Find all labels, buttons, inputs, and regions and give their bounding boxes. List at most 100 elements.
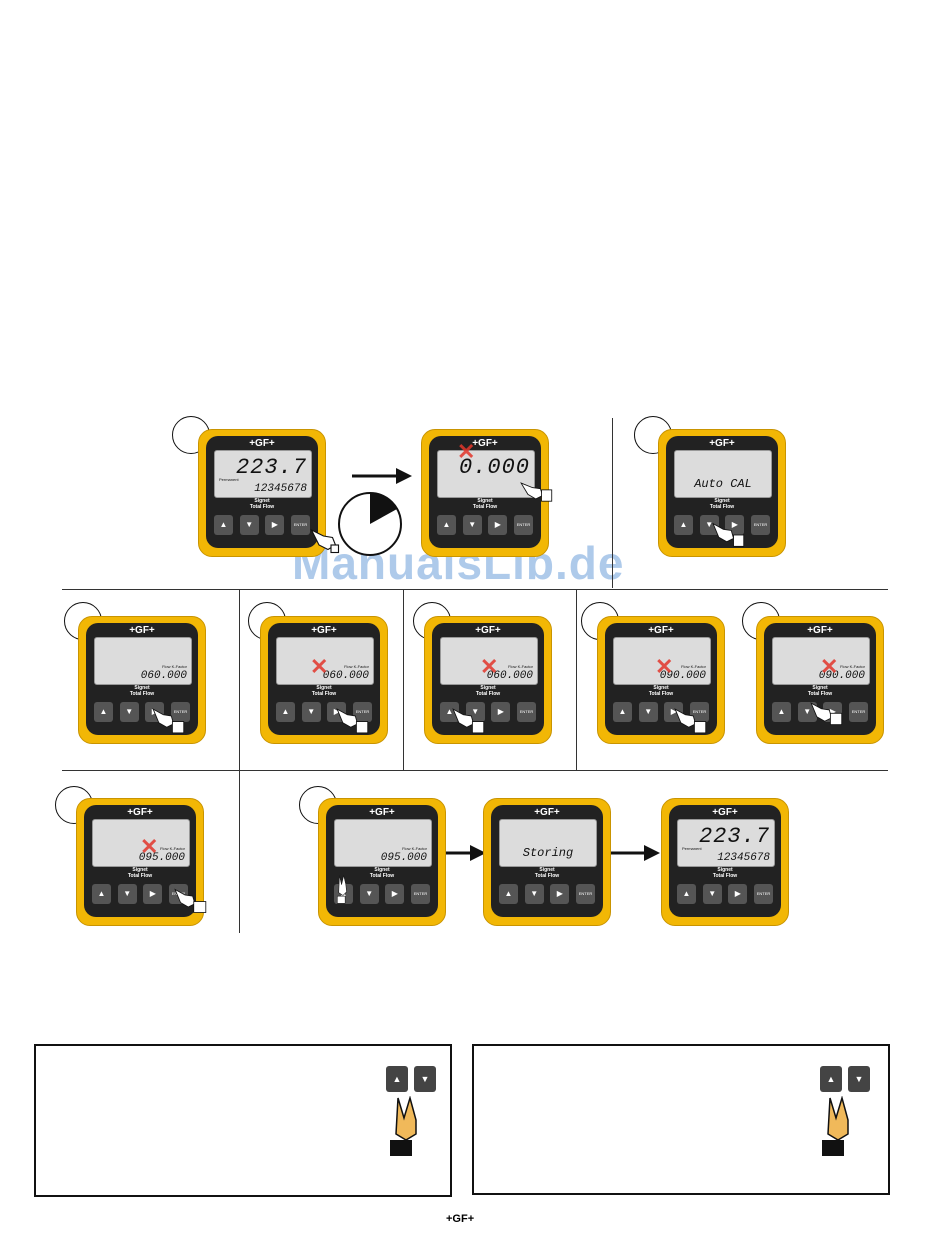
brand-logo: +GF+: [369, 807, 395, 818]
up-key[interactable]: ▲: [92, 884, 111, 904]
model-line2: Total Flow: [534, 873, 560, 879]
right-key[interactable]: ▶: [385, 884, 405, 904]
up-key[interactable]: ▲: [276, 702, 295, 722]
lcd-secondary-value: 095.000: [380, 852, 427, 864]
enter-key[interactable]: ENTER: [516, 702, 536, 722]
up-key[interactable]: ▲: [214, 515, 233, 535]
up-key[interactable]: ▲: [674, 515, 693, 535]
lcd-screen: Storing: [499, 819, 597, 867]
down-key[interactable]: ▼: [638, 702, 658, 722]
divider-vertical-r2-a: [239, 589, 240, 771]
brand-logo: +GF+: [807, 625, 833, 636]
down-key[interactable]: ▼: [524, 884, 544, 904]
lcd-secondary-value: 090.000: [659, 670, 706, 682]
right-key[interactable]: ▶: [728, 884, 748, 904]
lcd-screen: Flow K-Factor 090.000: [772, 637, 870, 685]
up-key[interactable]: ▲: [613, 702, 632, 722]
model-line2: Total Flow: [127, 873, 153, 879]
model-line2: Total Flow: [648, 691, 674, 697]
enter-key[interactable]: ENTER: [170, 702, 190, 722]
enter-key[interactable]: ENTER: [575, 884, 595, 904]
up-key[interactable]: ▲: [440, 702, 459, 722]
brand-logo: +GF+: [475, 625, 501, 636]
blink-indicator-icon: ✕: [457, 439, 476, 464]
divider-vertical-r2-b: [403, 589, 404, 771]
right-key[interactable]: ▶: [491, 702, 511, 722]
up-key-icon: ▲: [820, 1066, 842, 1092]
down-key[interactable]: ▼: [797, 702, 817, 722]
blink-indicator-icon: ✕: [655, 654, 674, 679]
brand-logo: +GF+: [127, 807, 153, 818]
down-key-icon: ▼: [848, 1066, 870, 1092]
down-key[interactable]: ▼: [699, 515, 719, 535]
down-key[interactable]: ▼: [239, 515, 259, 535]
model-line1: Signet: [254, 498, 270, 504]
lcd-screen: Flow K-Factor 095.000: [92, 819, 190, 867]
enter-key[interactable]: ENTER: [689, 702, 709, 722]
brand-logo: +GF+: [311, 625, 337, 636]
up-key[interactable]: ▲: [772, 702, 791, 722]
lcd-screen: Flow K-Factor 060.000: [276, 637, 374, 685]
enter-key[interactable]: ENTER: [513, 515, 533, 535]
down-key[interactable]: ▼: [359, 884, 379, 904]
model-line1: Signet: [717, 867, 733, 873]
brand-logo: +GF+: [472, 438, 498, 449]
two-finger-hand-icon: [822, 1096, 849, 1156]
right-key[interactable]: ▶: [265, 515, 285, 535]
model-line2: Total Flow: [129, 691, 155, 697]
brand-logo: +GF+: [712, 807, 738, 818]
right-key[interactable]: ▶: [143, 884, 163, 904]
model-line2: Total Flow: [369, 873, 395, 879]
up-key[interactable]: ▲: [677, 884, 696, 904]
note-box-left: ▲ ▼: [34, 1044, 452, 1197]
model-line1: Signet: [132, 867, 148, 873]
divider-horizontal-2: [62, 770, 888, 771]
pointing-hand-icon: [310, 528, 340, 554]
lcd-label-kfactor: Flow K-Factor: [344, 664, 369, 669]
model-line1: Signet: [539, 867, 555, 873]
down-key[interactable]: ▼: [702, 884, 722, 904]
enter-key[interactable]: ENTER: [750, 515, 770, 535]
lcd-main-value: 0.000: [458, 455, 530, 480]
right-key[interactable]: ▶: [550, 884, 570, 904]
divider-vertical-r2-c: [576, 589, 577, 771]
lcd-label-kfactor: Flow K-Factor: [160, 846, 185, 851]
pointing-hand-icon: [174, 888, 207, 913]
lcd-secondary-value: 12345678: [717, 852, 770, 864]
enter-key[interactable]: ENTER: [410, 884, 430, 904]
down-key[interactable]: ▼: [119, 702, 139, 722]
pointing-hand-icon: [336, 708, 369, 734]
brand-logo: +GF+: [129, 625, 155, 636]
two-finger-hand-icon: [390, 1096, 417, 1156]
right-key[interactable]: ▶: [488, 515, 508, 535]
note-box-right: ▲ ▼: [472, 1044, 890, 1195]
lcd-secondary-value: 090.000: [818, 670, 865, 682]
enter-key[interactable]: ENTER: [352, 702, 372, 722]
down-key[interactable]: ▼: [301, 702, 321, 722]
up-key[interactable]: ▲: [94, 702, 113, 722]
enter-key[interactable]: ENTER: [753, 884, 773, 904]
lcd-label-permanent: Permanent: [219, 477, 239, 482]
down-key[interactable]: ▼: [462, 515, 482, 535]
model-line2: Total Flow: [472, 504, 498, 510]
enter-key[interactable]: ENTER: [290, 515, 310, 535]
model-line2: Total Flow: [709, 504, 735, 510]
lcd-label-permanent: Permanent: [682, 846, 702, 851]
brand-logo: +GF+: [709, 438, 735, 449]
blink-indicator-icon: ✕: [310, 654, 329, 679]
enter-key[interactable]: ENTER: [848, 702, 868, 722]
down-key[interactable]: ▼: [117, 884, 137, 904]
up-key[interactable]: ▲: [499, 884, 518, 904]
up-key[interactable]: ▲: [437, 515, 456, 535]
pointing-hand-icon: [712, 522, 745, 547]
lcd-secondary-value: 060.000: [322, 670, 369, 682]
lcd-screen: Flow K-Factor 060.000: [94, 637, 192, 685]
lcd-secondary-value: 060.000: [486, 670, 533, 682]
